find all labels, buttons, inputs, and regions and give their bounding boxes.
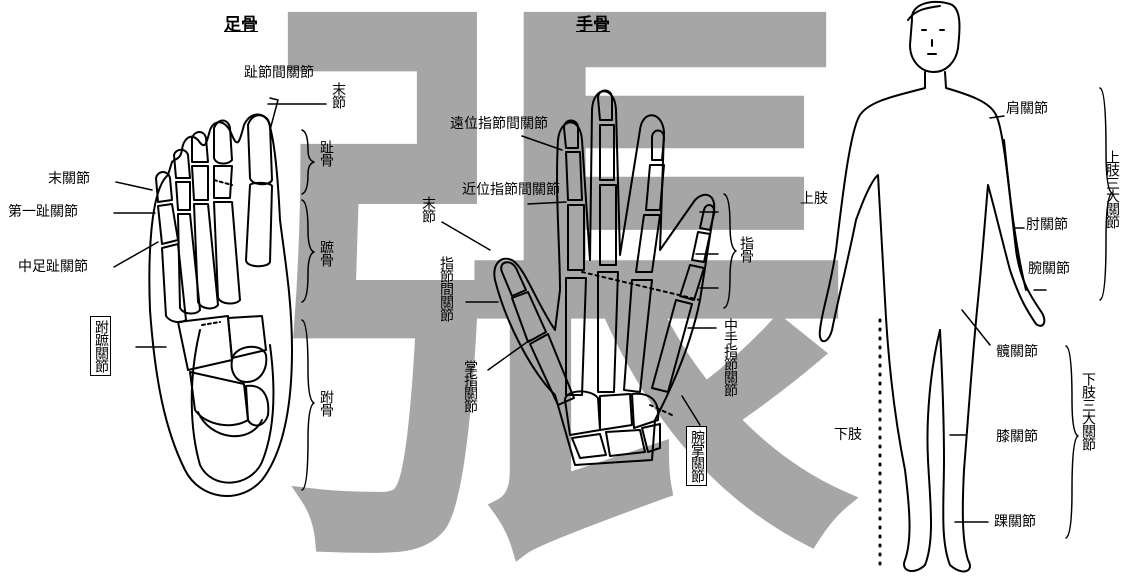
label-foot-distal-phalanx: 末節 [330,82,346,108]
label-ankle: 踝關節 [994,514,1036,530]
foot-drawing [148,113,293,497]
label-knee: 膝關節 [996,429,1038,445]
label-hand-distal-phalanx: 末節 [420,196,436,222]
body-drawing [818,0,1046,573]
label-metatarsals: 蹠骨 [318,240,334,266]
label-upper-limb: 上肢 [800,191,828,207]
label-shoulder: 肩關節 [1006,101,1048,117]
hand-leader-lines [441,135,737,426]
label-dip: 遠位指節間關節 [450,116,548,132]
label-finger-bones: 指骨 [738,236,754,262]
label-pip: 近位指節間關節 [462,182,560,198]
label-hip: 髖關節 [996,344,1038,360]
label-ip-joint: 指節間關節 [438,256,454,321]
label-elbow: 肘關節 [1026,217,1068,233]
body-leader-lines [878,87,1113,567]
label-tarsals: 跗骨 [318,390,334,416]
hand-title: 手骨 [576,15,610,35]
label-distal-joint: 末關節 [48,171,90,187]
label-wrist: 腕關節 [1028,261,1070,277]
label-toe-interphalangeal: 趾節間關節 [244,65,314,81]
foot-title: 足骨 [224,15,258,35]
label-metatarsophalangeal: 中足趾關節 [18,259,88,275]
label-lower-three: 下肢三大關節 [1080,372,1096,450]
foot-leader-lines [113,97,327,491]
hand-drawing [493,89,716,466]
label-first-toe-joint: 第一趾關節 [8,204,78,220]
label-toe-bones: 趾骨 [318,140,334,166]
label-carpometacarpal: 腕掌關節 [686,426,707,486]
label-tarsometatarsal: 跗蹠關節 [90,316,111,376]
label-mcp: 中手指節關節 [722,318,738,396]
label-mp-joint: 掌指關節 [462,360,478,412]
label-lower-limb: 下肢 [834,427,862,443]
label-upper-three: 上肢三大關節 [1104,150,1120,228]
